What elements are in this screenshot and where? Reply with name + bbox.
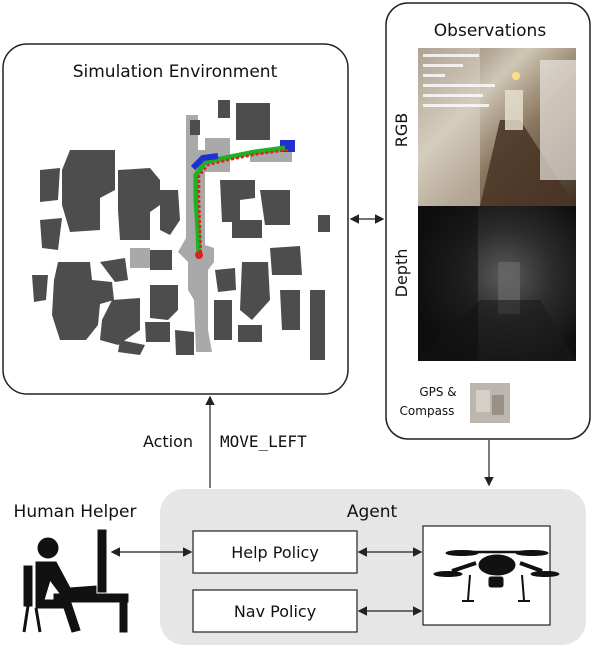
drone-box xyxy=(422,525,560,626)
observations-panel: Observations RGB Depth xyxy=(385,2,591,440)
topdown-map xyxy=(32,100,330,360)
action-value: MOVE_LEFT xyxy=(220,432,307,451)
gps-label: GPS & xyxy=(419,385,456,399)
nav-policy-box: Nav Policy xyxy=(192,589,358,633)
nav-policy-label: Nav Policy xyxy=(234,602,316,621)
action-label: Action xyxy=(143,432,193,451)
human-helper-title: Human Helper xyxy=(14,502,137,522)
rgb-label: RGB xyxy=(392,113,411,148)
drone-icon xyxy=(433,550,560,602)
observations-title: Observations xyxy=(434,21,547,41)
depth-observation-image xyxy=(418,206,576,361)
rgb-observation-image xyxy=(418,48,576,206)
simulation-environment-title: Simulation Environment xyxy=(73,62,278,82)
gps-compass-image xyxy=(470,383,510,423)
agent-panel: Agent Help Policy Nav Policy xyxy=(160,489,586,645)
human-at-computer-icon xyxy=(22,529,129,633)
agent-title: Agent xyxy=(347,502,398,522)
depth-label: Depth xyxy=(392,249,411,298)
help-policy-label: Help Policy xyxy=(231,543,319,562)
help-policy-box: Help Policy xyxy=(192,530,358,574)
compass-label: Compass xyxy=(400,404,455,418)
simulation-environment-panel: Simulation Environment xyxy=(2,43,349,395)
